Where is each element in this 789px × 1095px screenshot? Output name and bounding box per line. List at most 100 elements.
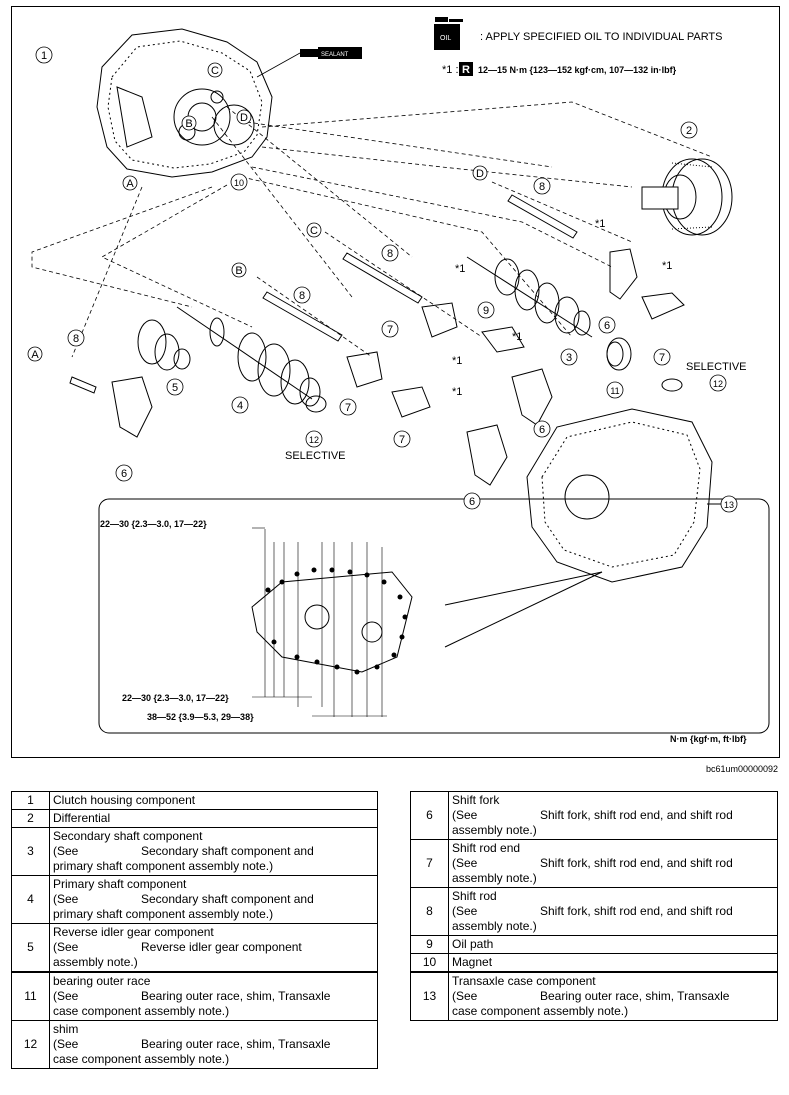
part-number: 1 [11,791,50,810]
callout-12: 12 [713,379,723,389]
part-number: 3 [11,827,50,876]
see-tail: primary shaft component assembly note.) [53,907,274,921]
part-title: Differential [53,811,111,825]
primary-shaft [176,306,321,407]
inset-torque-top: 22—30 {2.3—3.0, 17—22} [100,519,207,529]
secondary-shaft [466,256,593,338]
see-prefix: (See [53,844,79,858]
part-number: 13 [410,971,449,1021]
see-tail: case component assembly note.) [452,1004,629,1018]
oil-can-icon: OIL [434,17,463,50]
letter-d: D [476,168,484,180]
callout-9: 9 [483,305,489,317]
torque-star-marker: *1 [512,331,522,343]
exploded-view-diagram: OIL : APPLY SPECIFIED OIL TO INDIVIDUAL … [11,6,780,758]
part-title: Secondary shaft component [53,829,203,843]
part-number: 6 [410,791,449,840]
part-number: 4 [11,875,50,924]
letter-markers [27,62,488,362]
see-prefix: (See [452,904,478,918]
table-row: 3 Secondary shaft component (See Secondar… [11,827,378,876]
table-row: 1 Clutch housing component [11,791,378,810]
transaxle-exploded-illustration: OIL : APPLY SPECIFIED OIL TO INDIVIDUAL … [27,17,770,744]
part-description: Oil path [448,935,778,954]
callout-8: 8 [387,248,393,260]
part-title: bearing outer race [53,974,151,988]
part-number: 9 [410,935,449,954]
see-tail: assembly note.) [452,871,537,885]
see-reference-link[interactable]: Shift fork, shift rod end, and shift rod [540,856,733,870]
table-row: 2 Differential [11,809,378,828]
parts-table-right: 6 Shift fork (See Shift fork, shift rod e… [410,791,778,1021]
part-number: 5 [11,923,50,973]
see-reference-link[interactable]: Shift fork, shift rod end, and shift rod [540,904,733,918]
see-tail: case component assembly note.) [53,1004,230,1018]
selective-label-12-left: SELECTIVE [285,450,346,462]
part-description: Magnet [448,953,778,973]
part-number: 10 [410,953,449,973]
callout-13: 13 [724,500,734,510]
see-tail: assembly note.) [452,823,537,837]
letter-b: B [235,265,242,277]
see-reference-link[interactable]: Secondary shaft component and [141,892,314,906]
letter-a: A [126,178,134,190]
callout-6: 6 [469,496,475,508]
part-number: 7 [410,839,449,888]
torque-star-marker: *1 [595,218,605,230]
see-reference-link[interactable]: Shift fork, shift rod end, and shift rod [540,808,733,822]
torque-value: 12—15 N·m {123—152 kgf·cm, 107—132 in·lb… [478,65,677,75]
torque-ref: *1 : [442,64,459,76]
callout-12: 12 [309,435,319,445]
torque-badge-box [459,62,473,76]
reverse-idler-gear [137,319,191,371]
part-number: 2 [11,809,50,828]
torque-star-marker: *1 [452,386,462,398]
callout-circles [35,46,738,513]
parts-table-left: 1 Clutch housing component 2 Differentia… [11,791,378,1069]
callout-6: 6 [121,468,127,480]
differential [641,158,733,236]
callout-4: 4 [237,400,243,412]
see-reference-link[interactable]: Bearing outer race, shim, Transaxle [141,1037,331,1051]
callout-3: 3 [566,352,572,364]
letter-c: C [310,225,318,237]
selective-label-12-right: SELECTIVE [686,361,747,373]
see-tail: primary shaft component assembly note.) [53,859,274,873]
sealant-tube-icon: SEALANT [256,47,362,78]
see-reference-link[interactable]: Bearing outer race, shim, Transaxle [540,989,730,1003]
dashed-leaders [31,101,713,358]
part-title: Shift fork [452,793,500,807]
callout-11: 11 [610,386,619,396]
part-title: Oil path [452,937,494,951]
callout-5: 5 [172,382,178,394]
part-title: Primary shaft component [53,877,187,891]
see-reference-link[interactable]: Secondary shaft component and [141,844,314,858]
see-tail: assembly note.) [452,919,537,933]
callout-8: 8 [539,181,545,193]
see-prefix: (See [452,989,478,1003]
see-reference-link[interactable]: Reverse idler gear component [141,940,302,954]
bearing-and-shims [305,337,683,413]
callout-6: 6 [604,320,610,332]
letter-c: C [211,65,219,77]
letter-a: A [31,349,39,361]
torque-star-marker: *1 [455,263,465,275]
part-number: 11 [11,971,50,1021]
table-row: 9 Oil path [410,935,778,954]
see-reference-link[interactable]: Bearing outer race, shim, Transaxle [141,989,331,1003]
oil-note: : APPLY SPECIFIED OIL TO INDIVIDUAL PART… [480,31,723,43]
callout-1: 1 [41,50,47,62]
